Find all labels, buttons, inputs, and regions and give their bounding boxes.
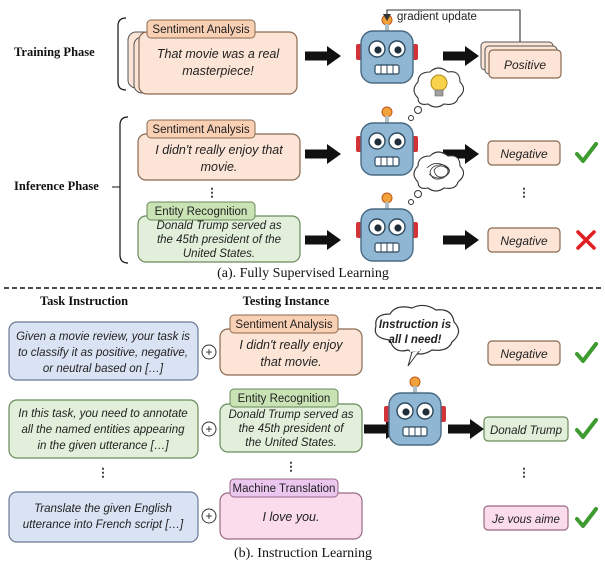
instance-2-line1: Donald Trump served as <box>228 409 353 421</box>
inference-task-tag-2-label: Entity Recognition <box>155 206 248 218</box>
instruction-output-3-label: Je vous aime <box>491 514 560 526</box>
instruction-output-box-1 <box>487 340 561 366</box>
gradient-update-label: gradient update <box>397 11 477 23</box>
instruction-box-2 <box>8 399 199 459</box>
plus-sign: + <box>206 424 213 436</box>
instance-task-tag-3-label: Machine Translation <box>233 483 336 495</box>
speech-line2: all I need! <box>388 334 441 346</box>
training-input-line2: masterpiece! <box>182 64 254 78</box>
arrow-icon <box>305 230 341 250</box>
instance-1-line1: I didn't really enjoy <box>239 338 343 352</box>
plus-sign: + <box>206 347 213 359</box>
instruction-ellipsis: ⋮ <box>97 466 109 479</box>
instruction-output-box-3 <box>483 505 569 531</box>
inference-input-1-line1: I didn't really enjoy that <box>155 143 283 157</box>
inference-task-tag-1 <box>146 119 256 139</box>
instruction-2-line1: In this task, you need to annotate <box>18 408 187 420</box>
inference-output-2-label: Negative <box>500 234 548 248</box>
inference-input-2-line1: Donald Trump served as <box>156 220 281 232</box>
training-input-box <box>138 31 298 95</box>
plus-icon <box>201 344 217 360</box>
instance-2-line2: the 45th president of <box>239 423 346 435</box>
inference-output-1-label: Negative <box>500 147 548 161</box>
instruction-output-1-label: Negative <box>500 347 548 361</box>
arrow-icon <box>443 46 479 66</box>
lightbulb-icon <box>430 74 448 97</box>
instruction-output-box-2 <box>483 416 569 442</box>
instance-task-tag-2 <box>229 388 339 408</box>
instance-1-line2: that movie. <box>260 355 321 369</box>
arrow-icon <box>443 230 479 250</box>
training-output-label: Positive <box>504 58 546 72</box>
scribble-icon <box>426 163 450 180</box>
plus-icon <box>201 421 217 437</box>
instruction-3-line2: utterance into French script […] <box>23 519 184 531</box>
thought-bubble-bulb <box>408 67 465 121</box>
arrow-icon <box>305 46 341 66</box>
speech-bubble: Instruction is all I need! <box>374 304 460 367</box>
inference-ellipsis-right: ⋮ <box>518 186 530 199</box>
cross-icon <box>576 230 596 250</box>
training-bracket <box>117 17 127 91</box>
inference-task-tag-2 <box>146 201 256 221</box>
instruction-3-line1: Translate the given English <box>34 503 172 515</box>
check-icon <box>575 418 598 439</box>
arrow-icon <box>448 419 484 439</box>
arrow-icon <box>305 144 341 164</box>
training-output-stack: Positive <box>480 41 562 79</box>
instance-3-line1: I love you. <box>263 510 320 524</box>
training-phase-label: Training Phase <box>14 45 95 59</box>
instruction-2-line3: in the given utterance […] <box>37 440 169 452</box>
gradient-arrowhead <box>383 14 391 21</box>
inference-output-box-1 <box>487 140 561 166</box>
plus-icon <box>201 508 217 524</box>
output-ellipsis: ⋮ <box>518 466 530 479</box>
speech-line1: Instruction is <box>379 319 451 331</box>
col-task-instruction: Task Instruction <box>40 294 128 308</box>
instruction-2-line2: all the named entities appearing <box>21 424 185 436</box>
plus-sign: + <box>206 511 213 523</box>
inference-bracket <box>119 116 129 264</box>
training-input-stack: That movie was a real masterpiece! <box>127 31 298 95</box>
instance-task-tag-2-label: Entity Recognition <box>238 393 331 405</box>
instance-2-line3: the United States. <box>245 437 336 449</box>
inference-task-tag-1-label: Sentiment Analysis <box>152 124 249 136</box>
inference-phase-label: Inference Phase <box>14 179 99 193</box>
instruction-box-3 <box>8 491 199 543</box>
robot-icon <box>383 376 447 446</box>
inference-input-2-line2: the 45th president of the <box>157 234 281 246</box>
inference-ellipsis-left: ⋮ <box>206 186 218 199</box>
training-task-tag-label: Sentiment Analysis <box>152 24 249 36</box>
instruction-1-line2: to classify it as positive, negative, <box>18 347 188 359</box>
caption-a: (a). Fully Supervised Learning <box>217 266 389 281</box>
inference-input-1-line2: movie. <box>201 160 238 174</box>
robot-icon <box>355 14 419 84</box>
caption-b: (b). Instruction Learning <box>234 546 372 561</box>
instance-ellipsis: ⋮ <box>285 460 297 473</box>
gradient-update-line <box>386 9 521 42</box>
inference-output-box-2 <box>487 227 561 253</box>
instruction-output-2-label: Donald Trump <box>490 425 563 437</box>
instruction-1-line3: or neutral based on […] <box>43 363 164 375</box>
thought-bubble-scribble <box>408 151 465 205</box>
instruction-box-1 <box>8 321 199 381</box>
inference-input-2-line3: United States. <box>183 248 255 260</box>
instance-task-tag-3 <box>229 478 339 498</box>
training-input-line1: That movie was a real <box>157 47 280 61</box>
training-task-tag <box>146 19 256 39</box>
check-icon <box>575 342 598 363</box>
instruction-1-line1: Given a movie review, your task is <box>16 331 190 343</box>
check-icon <box>575 507 598 528</box>
instance-task-tag-1 <box>229 314 339 334</box>
instance-task-tag-1-label: Sentiment Analysis <box>235 319 332 331</box>
col-testing-instance: Testing Instance <box>243 294 330 308</box>
training-output-box <box>488 49 562 79</box>
check-icon <box>575 142 598 163</box>
